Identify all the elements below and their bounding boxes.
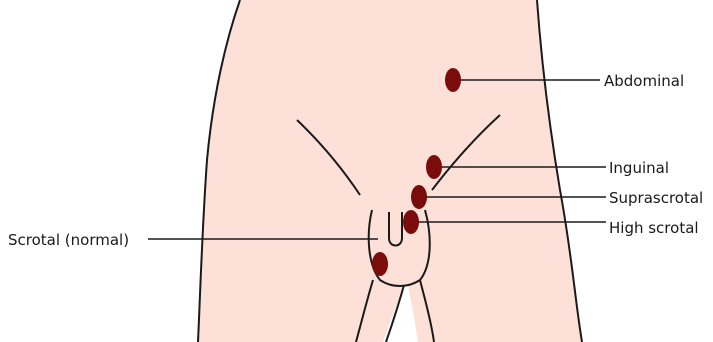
abdominal-marker <box>445 68 461 92</box>
inguinal-marker <box>426 155 442 179</box>
inguinal-label: Inguinal <box>609 159 669 177</box>
scrotal-normal-label: Scrotal (normal) <box>8 231 129 249</box>
suprascrotal-marker <box>411 185 427 209</box>
high-scrotal-label: High scrotal <box>609 219 699 237</box>
high-scrotal-marker <box>403 210 419 234</box>
scrotal-normal-marker <box>372 252 388 276</box>
body-silhouette <box>198 0 582 342</box>
suprascrotal-label: Suprascrotal <box>609 189 703 207</box>
abdominal-label: Abdominal <box>604 72 684 90</box>
